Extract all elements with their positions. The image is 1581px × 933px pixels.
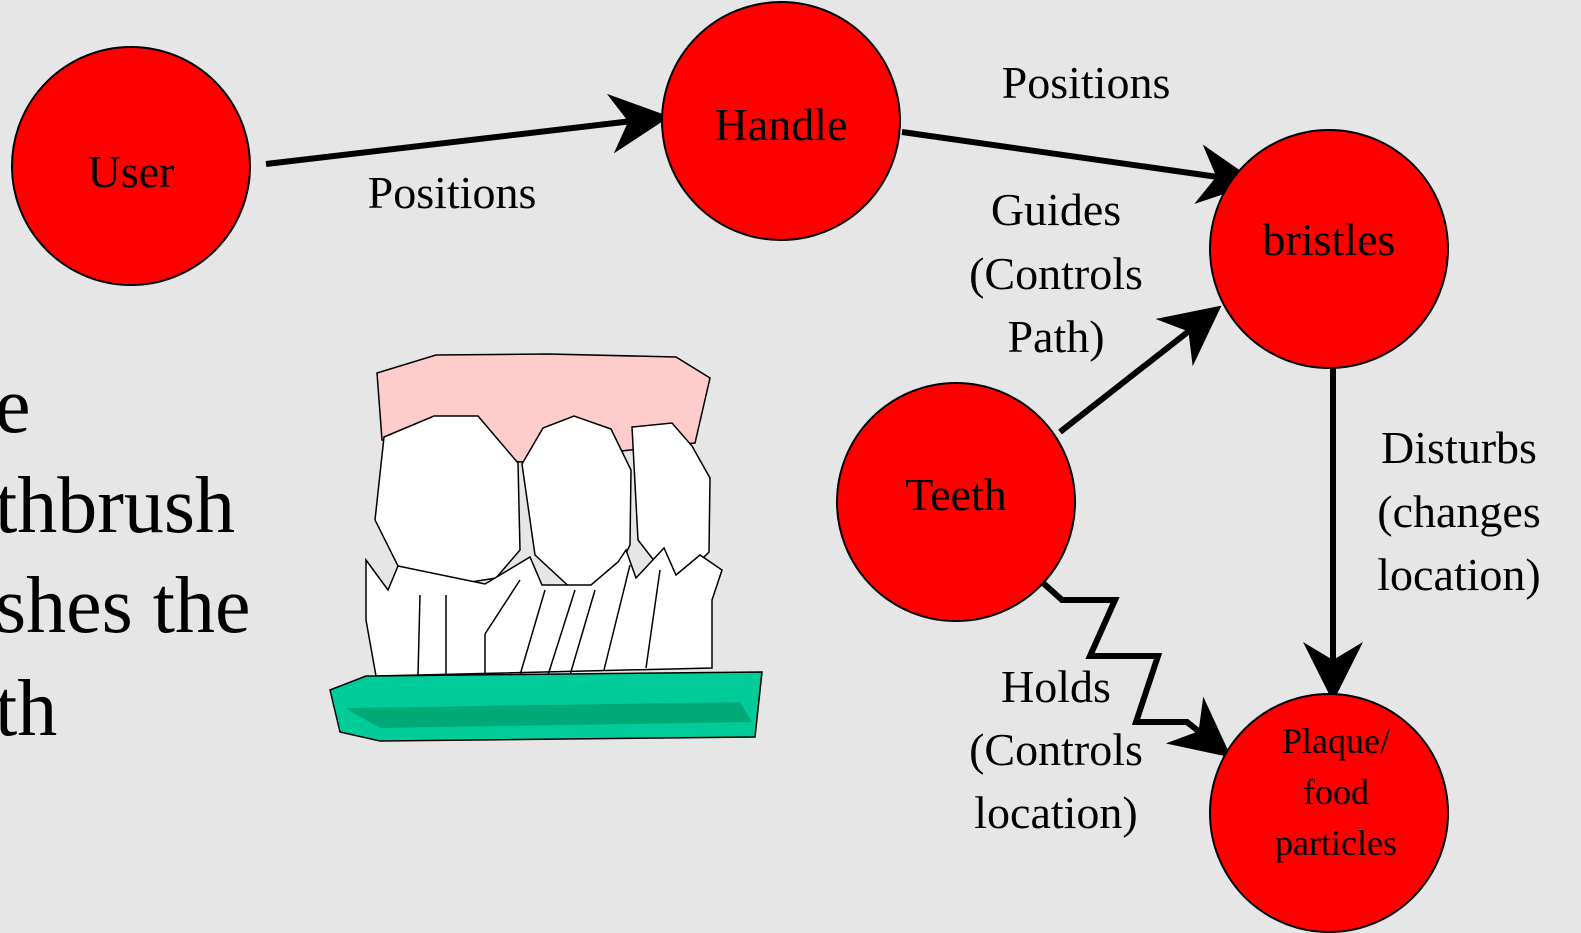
tooth-left (374, 415, 521, 586)
edges (265, 93, 1363, 758)
body-text-line-3: shes the (0, 562, 251, 650)
edge-labels: Positions Positions Guides (Controls Pat… (368, 57, 1541, 838)
node-plaque-label-1: Plaque/ (1282, 721, 1390, 761)
tooth-middle (521, 415, 632, 596)
node-handle: Handle (661, 1, 901, 241)
label-bristles-plaque-2: (changes (1377, 486, 1540, 537)
bristles-shape (365, 546, 723, 677)
node-user-label: User (88, 146, 175, 197)
label-bristles-plaque-1: Disturbs (1381, 422, 1537, 473)
label-user-handle: Positions (368, 167, 537, 218)
body-text: e thbrush shes the th (0, 362, 251, 753)
node-user: User (11, 46, 251, 286)
edge-user-handle (265, 93, 670, 167)
label-teeth-plaque-1: Holds (1001, 661, 1111, 712)
node-handle-label: Handle (715, 99, 848, 150)
edge-handle-bristles (901, 129, 1258, 204)
node-plaque-label-2: food (1303, 772, 1369, 812)
nodes: User Handle bristles Teeth Plaque/ food … (11, 1, 1449, 933)
edge-teeth-plaque (1039, 579, 1232, 758)
edge-teeth-bristles (1058, 305, 1222, 435)
toothbrush-and-teeth-icon (329, 353, 763, 742)
bristle-lines (417, 564, 661, 676)
label-handle-bristles: Positions (1002, 57, 1171, 108)
label-teeth-plaque-2: (Controls (969, 724, 1143, 775)
brush-handle-shade (345, 702, 752, 728)
label-teeth-bristles-3: Path) (1007, 311, 1104, 362)
node-teeth-label: Teeth (905, 469, 1007, 520)
label-teeth-bristles-1: Guides (991, 184, 1121, 235)
body-text-line-1: e (0, 362, 31, 450)
label-teeth-plaque-3: location) (974, 787, 1138, 838)
label-teeth-bristles-2: (Controls (969, 248, 1143, 299)
node-bristles: bristles (1209, 129, 1449, 369)
body-text-line-2: thbrush (0, 462, 235, 550)
node-plaque: Plaque/ food particles (1209, 693, 1449, 933)
node-teeth: Teeth (836, 382, 1076, 622)
body-text-line-4: th (0, 665, 57, 753)
node-plaque-label-3: particles (1275, 823, 1397, 863)
label-bristles-plaque-3: location) (1377, 549, 1541, 600)
node-bristles-label: bristles (1263, 214, 1396, 265)
